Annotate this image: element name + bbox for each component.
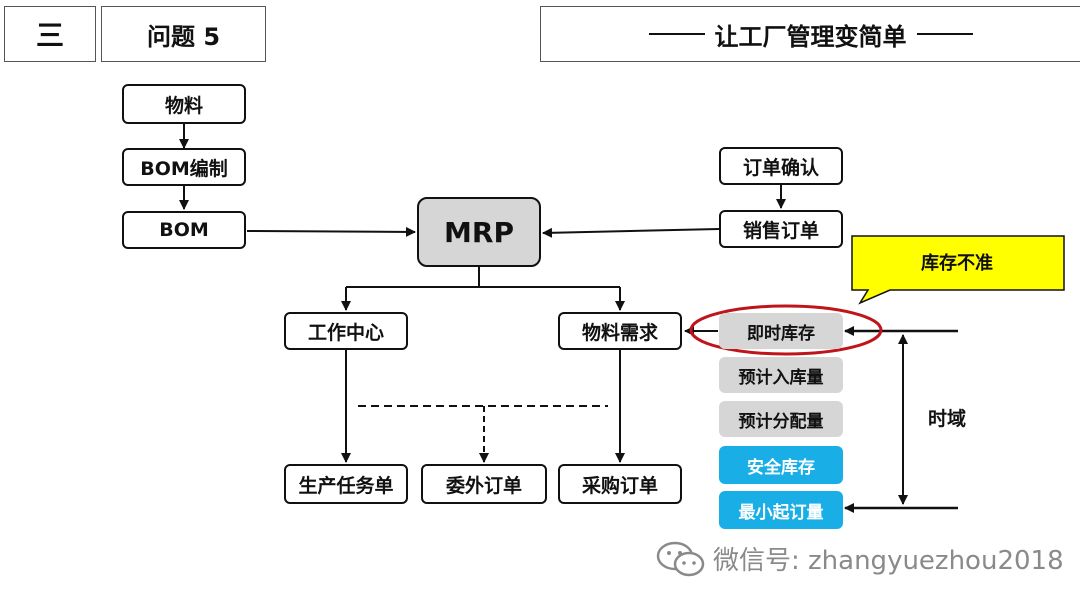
question-label: 问题 5: [101, 6, 266, 62]
box-production-order: 生产任务单: [284, 464, 408, 504]
inventory-min-order-qty: 最小起订量: [719, 491, 843, 529]
box-material: 物料: [122, 84, 246, 124]
box-work-center: 工作中心: [284, 312, 408, 350]
callout-shape: [851, 235, 1065, 305]
inventory-expected-allocation-label: 预计分配量: [738, 411, 824, 432]
question-label-text: 问题 5: [146, 22, 221, 51]
slide-title-text: 让工厂管理变简单: [714, 22, 907, 51]
box-bom-edit-label: BOM编制: [140, 157, 228, 180]
section-number-text: 三: [35, 19, 64, 52]
callout-text: 库存不准: [921, 253, 993, 274]
title-dash-right: [916, 33, 973, 35]
box-sales-order: 销售订单: [719, 210, 843, 248]
box-mrp: MRP: [417, 197, 541, 267]
box-purchase-order: 采购订单: [558, 464, 682, 504]
watermark-text: 微信号: zhangyuezhou2018: [713, 546, 1064, 576]
box-material-requirement-label: 物料需求: [581, 321, 658, 344]
box-material-requirement: 物料需求: [558, 312, 682, 350]
highlight-ring: [689, 304, 883, 356]
callout-inventory-inaccurate: 库存不准: [852, 236, 1062, 288]
box-sales-order-label: 销售订单: [742, 219, 819, 242]
box-production-order-label: 生产任务单: [298, 474, 394, 497]
box-bom-edit: BOM编制: [122, 148, 246, 186]
arrow-salesorder-to-mrp: [542, 227, 720, 238]
box-order-confirm-label: 订单确认: [742, 156, 819, 179]
box-purchase-order-label: 采购订单: [581, 474, 658, 497]
box-outsource-order: 委外订单: [421, 464, 547, 504]
inventory-expected-inbound: 预计入库量: [719, 357, 843, 393]
box-mrp-label: MRP: [444, 215, 514, 249]
box-work-center-label: 工作中心: [307, 321, 384, 344]
time-domain-label: 时域: [928, 408, 967, 430]
inventory-safety-stock: 安全库存: [719, 446, 843, 484]
slide-title: 让工厂管理变简单: [540, 6, 1080, 62]
box-bom-label: BOM: [159, 219, 209, 241]
box-outsource-order-label: 委外订单: [445, 474, 522, 497]
section-number: 三: [4, 6, 96, 62]
arrow-bom-to-mrp: [246, 226, 416, 237]
title-dash-left: [648, 33, 705, 35]
inventory-expected-inbound-label: 预计入库量: [738, 367, 824, 388]
watermark: 微信号: zhangyuezhou2018: [655, 540, 1064, 577]
wechat-icon: [656, 541, 705, 576]
inventory-current: 即时库存: [719, 313, 843, 349]
inventory-min-order-qty-label: 最小起订量: [738, 502, 824, 523]
inventory-safety-stock-label: 安全库存: [747, 457, 815, 478]
inventory-current-label: 即时库存: [747, 323, 815, 344]
box-material-label: 物料: [164, 94, 203, 117]
box-bom: BOM: [122, 211, 246, 249]
box-order-confirm: 订单确认: [719, 147, 843, 185]
inventory-expected-allocation: 预计分配量: [719, 401, 843, 437]
